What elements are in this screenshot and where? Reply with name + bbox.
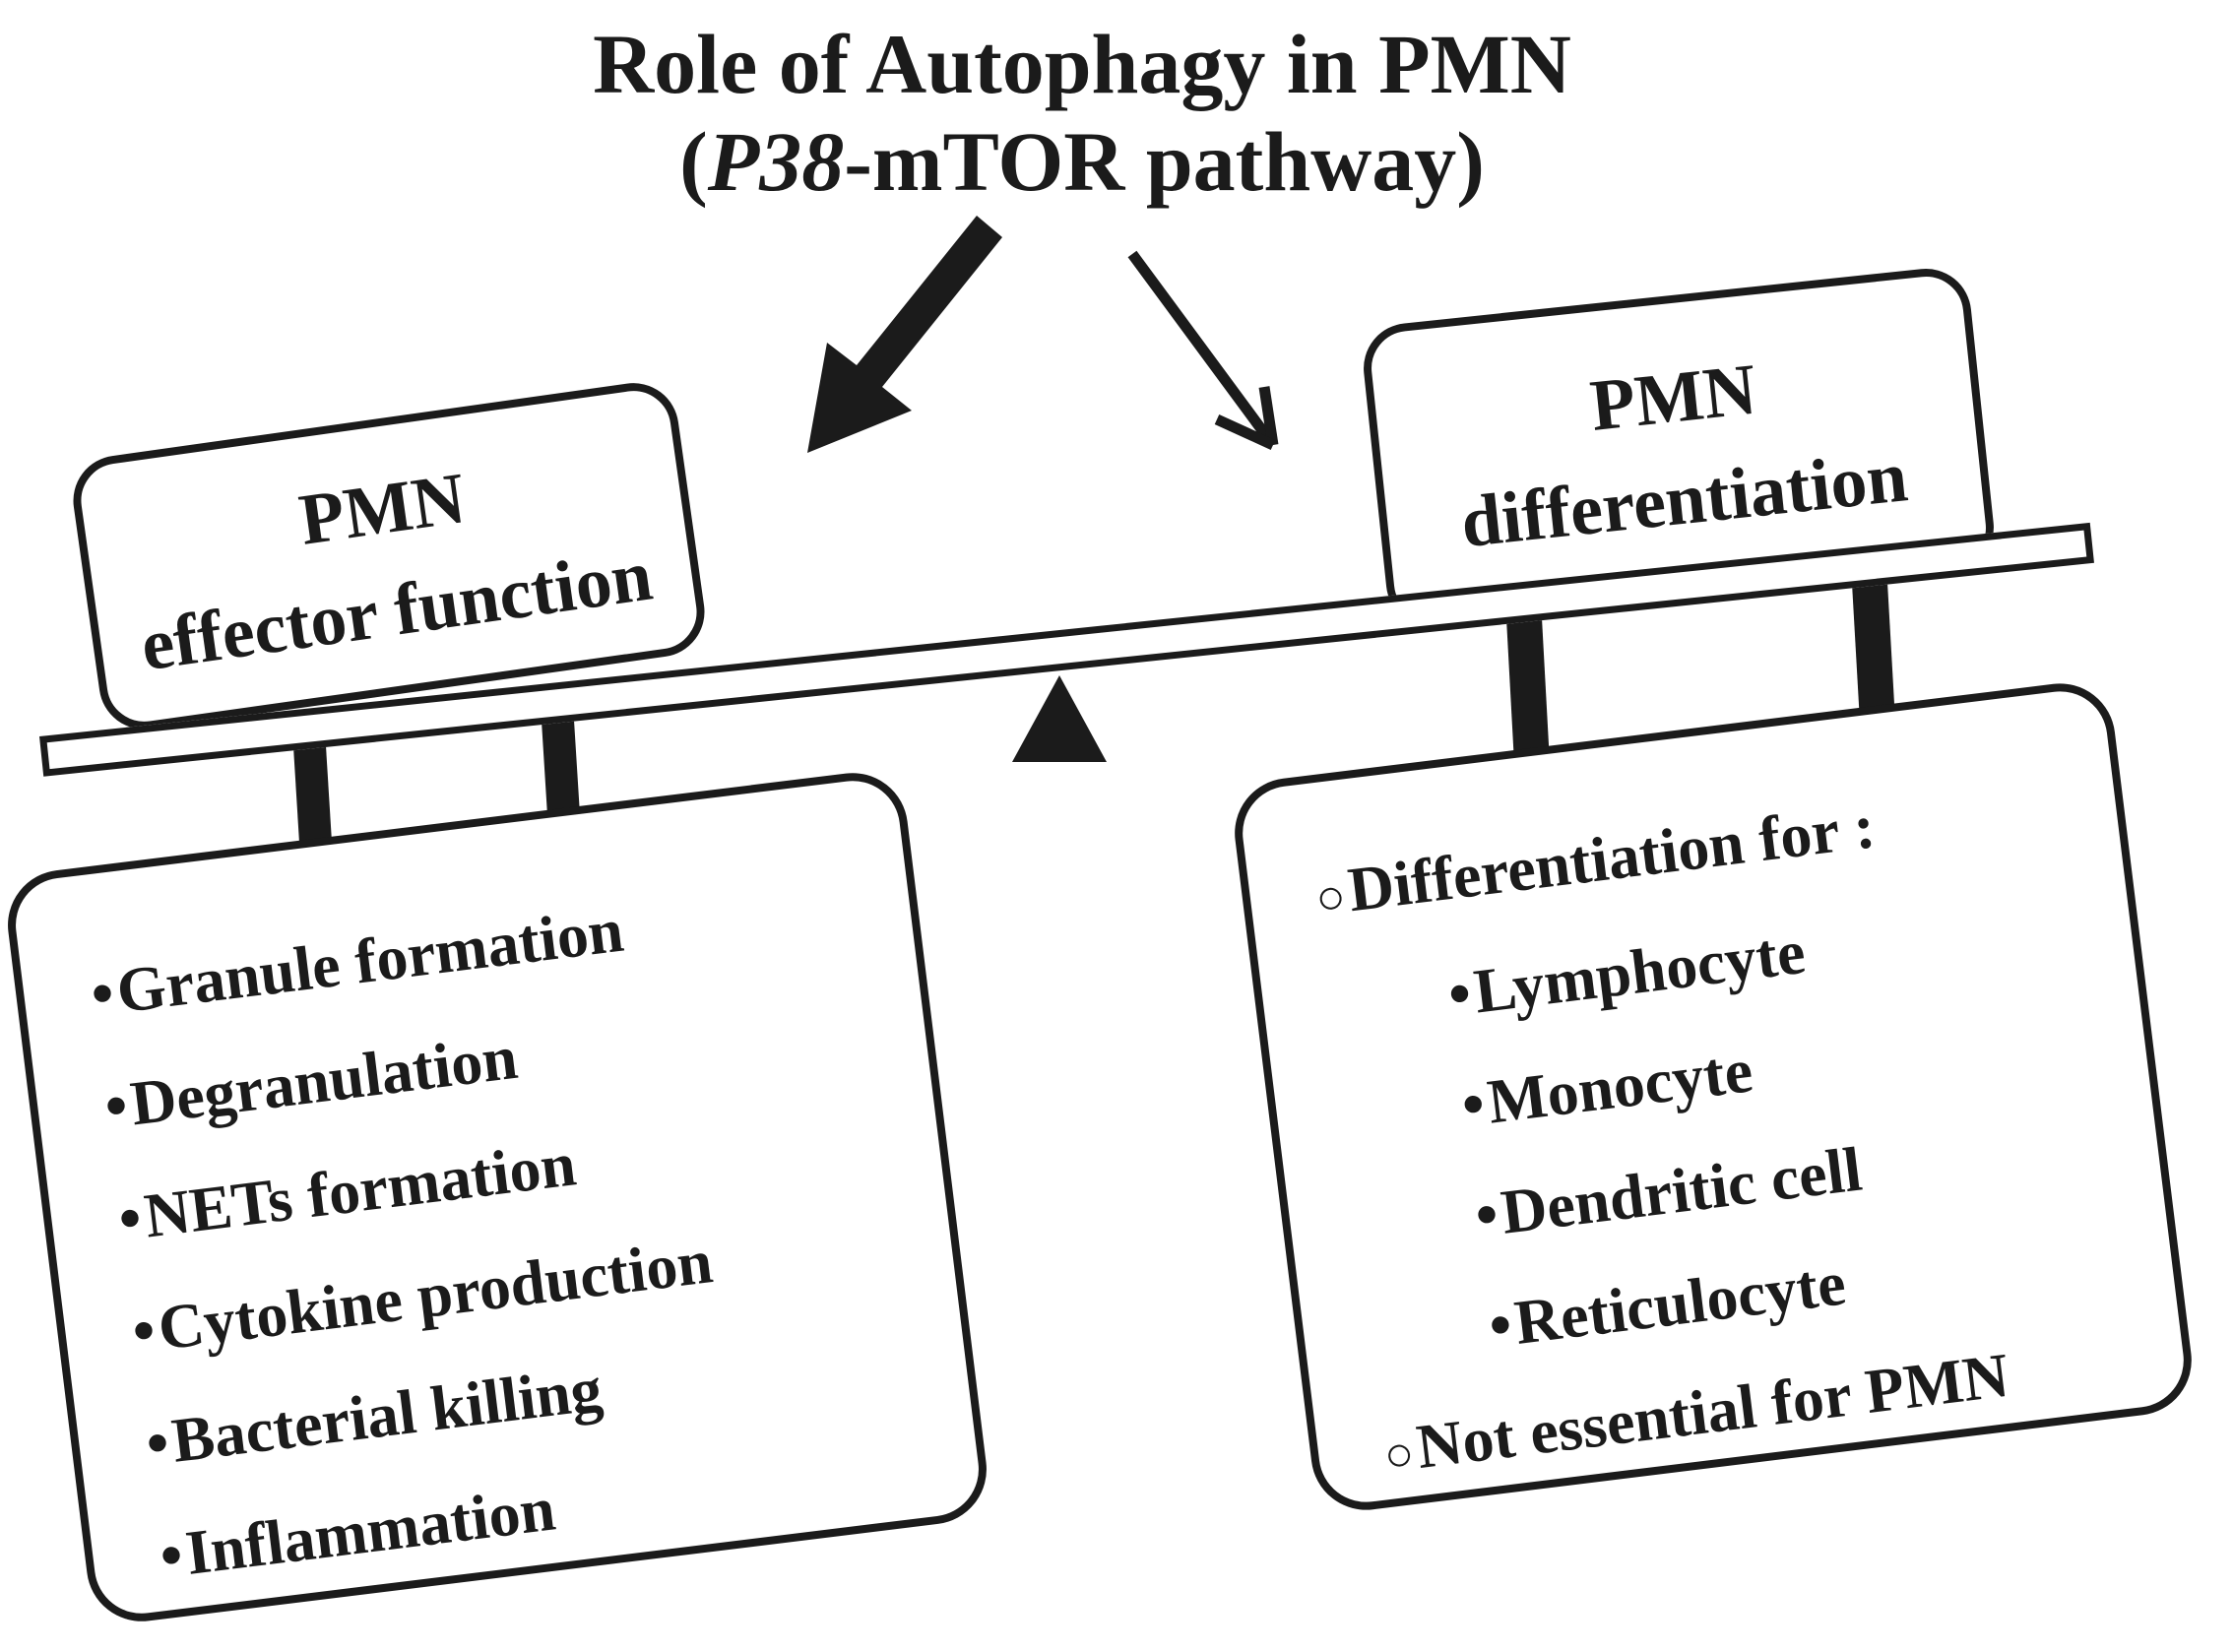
subtitle-rest: -mTOR pathway) [844,114,1485,209]
circle-bullet-icon: ○ [1380,1425,1418,1484]
thick-down-left-arrow-icon [807,216,1002,453]
list-item-label: Monocyte [1484,1035,1756,1137]
fulcrum-triangle [1012,675,1107,762]
circle-bullet-icon: ○ [1312,868,1349,926]
list-item-label: Inflammation [181,1473,559,1588]
figure-title-line1: Role of Autophagy in PMN [593,17,1571,111]
strut [1506,617,1550,764]
strut [1852,581,1895,724]
figure-title: Role of Autophagy in PMN (P38-mTOR pathw… [593,16,1571,211]
list-item-label: Reticulocyte [1510,1247,1850,1358]
list-item-label: Lymphocyte [1470,916,1810,1027]
effector-function-list: •Granule formation •Degranulation •NETs … [85,841,965,1613]
subtitle-open-paren: ( [679,114,708,209]
figure-title-line2: (P38-mTOR pathway) [593,113,1571,211]
effector-function-list-box: •Granule formation •Degranulation •NETs … [1,766,993,1628]
right-struts [1506,581,1895,764]
subtitle-gene-name: P38 [707,114,845,209]
thin-down-right-arrow-icon [1127,250,1279,451]
differentiation-list-box: ○Differentiation for : •Lymphocyte •Mono… [1228,676,2199,1517]
